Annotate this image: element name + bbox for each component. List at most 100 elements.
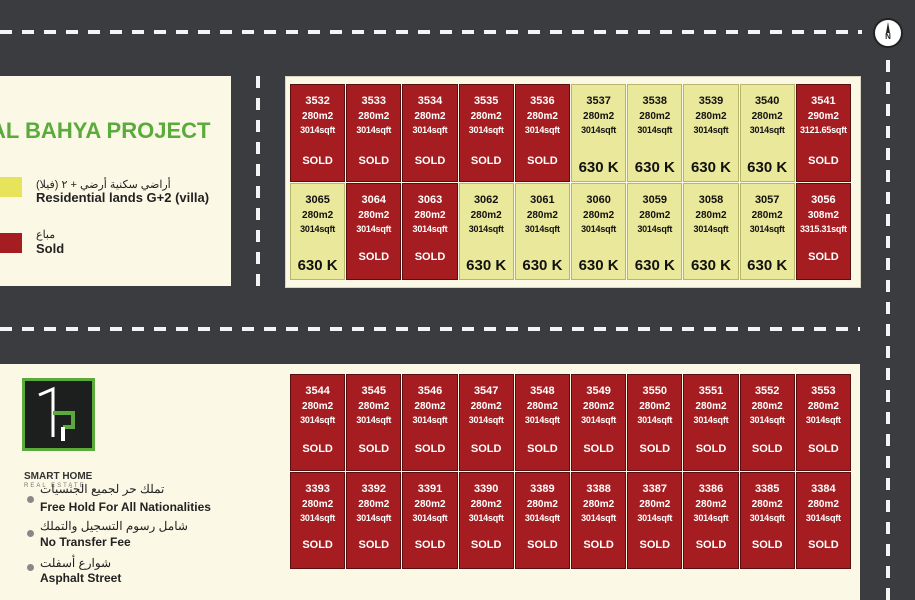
plot-sqft: 3315.31sqft xyxy=(799,224,847,234)
plot-area: 280m2 xyxy=(695,499,727,510)
plot-sqft: 3014sqft xyxy=(356,415,392,425)
plot-number: 3549 xyxy=(586,385,611,397)
plot-number: 3532 xyxy=(305,95,330,107)
plot-number: 3065 xyxy=(305,194,330,206)
plot-sqft: 3014sqft xyxy=(693,513,729,523)
feature-freehold-arabic: تملك حر لجميع الجنسيات xyxy=(40,482,165,496)
plot-sqft: 3014sqft xyxy=(581,224,617,234)
plot-area: 280m2 xyxy=(751,401,783,412)
plot-number: 3553 xyxy=(811,385,836,397)
plot-3060[interactable]: 3060 280m2 3014sqft 630 K xyxy=(571,183,627,280)
plot-sqft: 3014sqft xyxy=(300,415,336,425)
plot-area: 280m2 xyxy=(302,401,334,412)
feature-transfer-english: No Transfer Fee xyxy=(40,535,131,549)
plot-sqft: 3014sqft xyxy=(412,415,448,425)
plot-status: SOLD xyxy=(808,443,839,455)
plot-area: 290m2 xyxy=(807,111,839,122)
plot-area: 280m2 xyxy=(695,210,727,221)
plot-status: SOLD xyxy=(470,155,502,167)
plot-sqft: 3014sqft xyxy=(412,513,448,523)
plot-number: 3541 xyxy=(811,95,836,107)
plot-number: 3061 xyxy=(530,194,555,206)
plot-sqft: 3014sqft xyxy=(693,224,729,234)
bullet-icon xyxy=(27,564,34,571)
brand-subtitle: REAL ESTATE xyxy=(24,483,86,489)
plot-sqft: 3014sqft xyxy=(805,415,841,425)
legend-swatch-residential xyxy=(0,177,22,197)
plot-sqft: 3121.65sqft xyxy=(799,125,847,135)
plot-sqft: 3014sqft xyxy=(524,125,560,135)
plot-sqft: 3014sqft xyxy=(468,125,504,135)
plot-number: 3392 xyxy=(361,483,387,495)
plot-price: 630 K xyxy=(466,257,507,274)
plot-sqft: 3014sqft xyxy=(468,415,504,425)
plot-number: 3060 xyxy=(586,194,611,206)
smart-home-logo xyxy=(22,378,95,451)
plot-price: 630 K xyxy=(578,159,619,176)
plot-area: 280m2 xyxy=(751,111,783,122)
legend-sold-arabic: مباع xyxy=(36,229,56,241)
plot-status: SOLD xyxy=(639,539,671,551)
legend-panel: AL BAHYA PROJECT أراضي سكنية أرضي + ٢ (ف… xyxy=(0,76,231,286)
plot-sqft: 3014sqft xyxy=(581,415,617,425)
plot-area: 280m2 xyxy=(414,210,446,221)
plot-area: 280m2 xyxy=(358,210,390,221)
plot-area: 280m2 xyxy=(639,210,671,221)
plot-number: 3552 xyxy=(754,385,780,397)
road-lane-marking-top xyxy=(0,30,862,34)
plot-price: 630 K xyxy=(634,257,675,274)
legend-residential-english: Residential lands G+2 (villa) xyxy=(36,190,210,205)
plot-status: SOLD xyxy=(470,443,502,455)
plot-number: 3058 xyxy=(698,194,724,206)
plot-number: 3535 xyxy=(473,95,499,107)
plot-area: 280m2 xyxy=(470,401,502,412)
plot-status: SOLD xyxy=(302,443,333,455)
plot-price: 630 K xyxy=(578,257,619,274)
plot-area: 280m2 xyxy=(583,210,615,221)
plot-area: 280m2 xyxy=(414,401,446,412)
plot-number: 3548 xyxy=(530,385,555,397)
plot-number: 3536 xyxy=(530,95,555,107)
plot-number: 3538 xyxy=(642,95,668,107)
plot-sqft: 3014sqft xyxy=(524,415,560,425)
